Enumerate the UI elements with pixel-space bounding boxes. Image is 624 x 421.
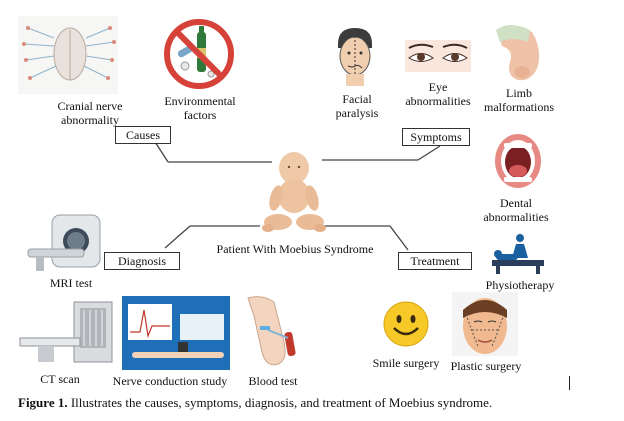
ct-scan-label: CT scan xyxy=(40,372,80,386)
baby-icon xyxy=(262,152,326,232)
symptoms-box: Symptoms xyxy=(402,128,470,146)
text-cursor xyxy=(569,376,570,390)
center-label: Patient With Moebius Syndrome xyxy=(216,242,374,256)
eye-abnormalities-icon xyxy=(405,40,471,72)
ct-scanner-icon xyxy=(19,301,113,363)
blood-test-label: Blood test xyxy=(248,374,298,388)
no-alcohol-drugs-icon xyxy=(164,19,234,89)
nerve-conduction-study-label: Nerve conduction study xyxy=(112,374,228,388)
physiotherapy-label: Physiotherapy xyxy=(485,278,555,292)
physiotherapy-icon xyxy=(492,234,544,274)
limb-malformation-icon xyxy=(496,25,540,81)
treatment-box: Treatment xyxy=(398,252,472,270)
figure-caption: Figure 1. Illustrates the causes, sympto… xyxy=(18,395,493,410)
diagnosis-box: Diagnosis xyxy=(104,252,180,270)
smiley-icon xyxy=(383,301,429,347)
plastic-surgery-icon xyxy=(452,292,518,356)
blood-test-icon xyxy=(247,296,296,366)
facial-paralysis-icon xyxy=(338,28,372,86)
mri-test-label: MRI test xyxy=(49,276,93,290)
causes-box: Causes xyxy=(115,126,171,144)
plastic-surgery-label: Plastic surgery xyxy=(450,359,522,373)
open-mouth-icon xyxy=(495,134,541,188)
smile-surgery-label: Smile surgery xyxy=(372,356,440,370)
mri-scanner-icon xyxy=(27,214,101,271)
nerve-conduction-study-icon xyxy=(122,296,230,370)
cranial-nerve-diagram-icon xyxy=(18,16,118,94)
